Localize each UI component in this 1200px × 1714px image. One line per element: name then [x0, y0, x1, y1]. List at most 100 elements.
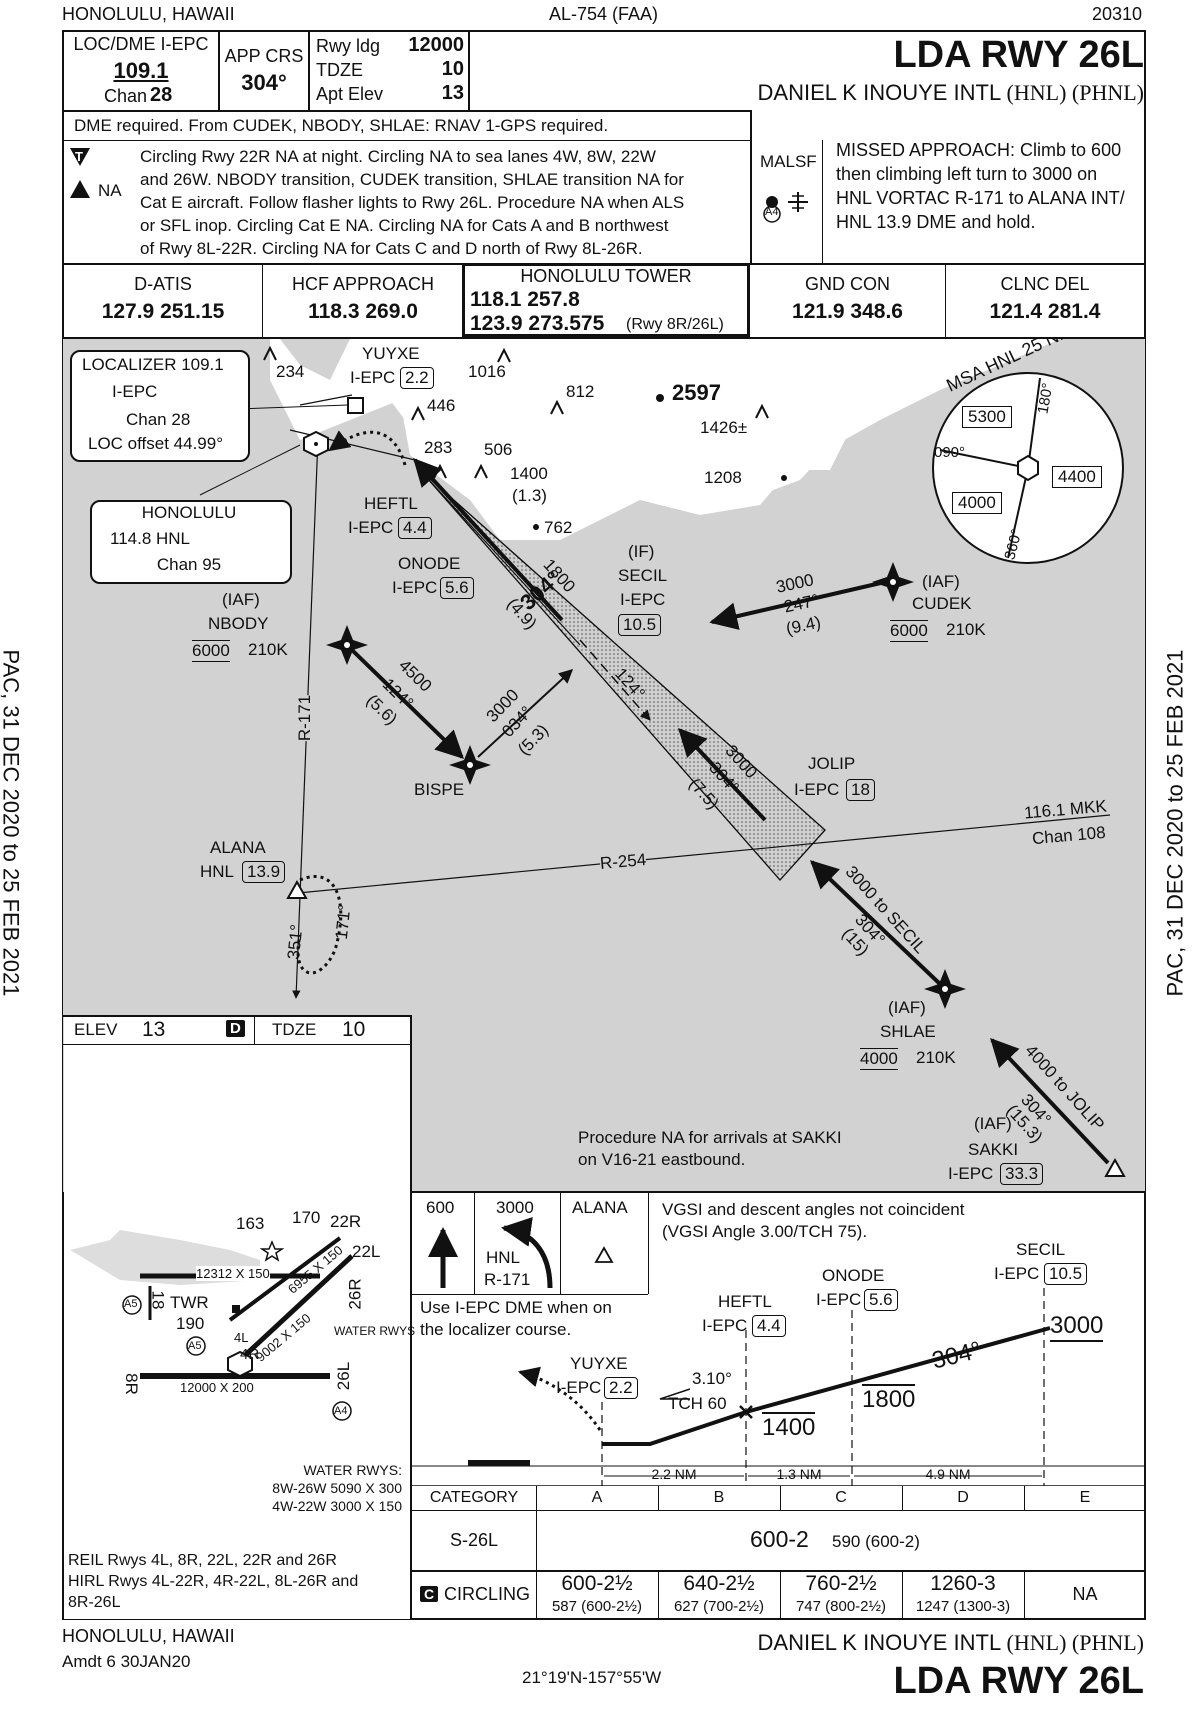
- note-line-4: or SFL inop. Circling Cat E NA. Circling…: [140, 216, 669, 235]
- descent-path: [602, 1326, 1051, 1446]
- airport-label-163: 163: [236, 1214, 265, 1233]
- obstacle-446: 446: [427, 396, 456, 415]
- min-circling-e: NA: [1072, 1584, 1098, 1604]
- rwy-ldg-value: 12000: [408, 34, 464, 56]
- app-crs-label: APP CRS: [224, 46, 304, 66]
- msa-alt-sw: 4000: [952, 492, 1002, 514]
- secil-name: SECIL: [618, 566, 668, 585]
- airport-label-a4: A4: [334, 1405, 348, 1417]
- vortac-box-line-2: 114.8 HNL: [110, 529, 191, 548]
- profile-dist-2: 1.3 NM: [776, 1466, 822, 1482]
- apt-elev-value: 13: [441, 82, 464, 104]
- note-line-3: Cat E aircraft. Follow flasher lights to…: [140, 193, 685, 212]
- alana-fix-icon: [286, 879, 308, 899]
- obstacle-1016: 1016: [468, 362, 506, 381]
- title-airport: DANIEL K INOUYE INTL (HNL) (PHNL): [758, 80, 1144, 106]
- missed-line-2: then climbing left turn to 3000 on: [836, 164, 1098, 184]
- profile-dist-3: 4.9 NM: [925, 1466, 971, 1482]
- fix-bispe-icon: [449, 745, 491, 785]
- glide-angle-icon: [659, 1388, 691, 1400]
- vortac-hnl-icon: [303, 430, 329, 458]
- cudek-name: CUDEK: [912, 594, 972, 613]
- airport-label-26l: 26L: [334, 1361, 354, 1391]
- lighting-line-3: 8R-26L: [68, 1594, 121, 1611]
- airport-label-26r: 26R: [345, 1278, 365, 1310]
- profile-yuyxe-label: I-EPC: [556, 1378, 602, 1397]
- procedure-id: AL-754 (FAA): [549, 4, 659, 24]
- loc-frequency: 109.1: [113, 58, 169, 83]
- obstacle-1208: 1208: [704, 468, 742, 487]
- localizer-box-line-2: I-EPC: [112, 382, 158, 401]
- profile-secil-label: I-EPC: [994, 1264, 1040, 1283]
- comm-datis-freq: 127.9 251.15: [101, 300, 225, 323]
- heftl-dme-label: I-EPC: [348, 518, 394, 537]
- min-straight-label: S-26L: [449, 1530, 499, 1550]
- airport-label-water-rwys: WATER RWYS: [334, 1324, 416, 1338]
- missed-icon-turn-fix-1: HNL: [486, 1248, 521, 1267]
- tower-freq-1: 118.1 257.8: [470, 288, 580, 311]
- vgsi-note-1: VGSI and descent angles not coincident: [662, 1200, 965, 1219]
- runway-4l-22r: [228, 1236, 342, 1322]
- elev-value: 13: [142, 1018, 166, 1041]
- profile-gs-angle: 3.10°: [692, 1369, 732, 1388]
- sakki-note-line-1: Procedure NA for arrivals at SAKKI: [578, 1128, 842, 1147]
- chan-label: Chan: [104, 86, 148, 106]
- obstacle-762: 762: [544, 518, 573, 537]
- localizer-info-box: [70, 350, 250, 462]
- obstacle-1400-dist: (1.3): [512, 486, 547, 505]
- title-name: LDA RWY 26L: [893, 34, 1144, 76]
- effective-dates-right: PAC, 31 DEC 2020 to 25 FEB 2021: [1162, 649, 1188, 997]
- hold-outbound-crs: 351°: [283, 923, 307, 961]
- obstacle-1426: 1426±: [700, 418, 748, 437]
- sakki-fix-icon: [1104, 1157, 1126, 1177]
- missed-icon-hold-fix: ALANA: [572, 1198, 628, 1217]
- profile-view: [412, 1288, 1144, 1486]
- missed-icon-climb: 600: [426, 1198, 455, 1217]
- min-circling-label: CIRCLING: [444, 1584, 531, 1604]
- lda-course-outline: [419, 469, 826, 881]
- comm-ground-freq: 121.9 348.6: [792, 300, 903, 323]
- fix-shlae-icon: [924, 969, 966, 1009]
- cudek-alt: 6000: [890, 620, 928, 642]
- note-line-1: Circling Rwy 22R NA at night. Circling N…: [140, 147, 656, 166]
- profile-onode-name: ONODE: [822, 1266, 885, 1285]
- fix-cudek-icon: [872, 562, 914, 602]
- airport-tdze-value: 10: [342, 1018, 366, 1041]
- dme-note-1: Use I-EPC DME when on: [420, 1298, 612, 1317]
- profile-yuyxe-dme: 2.2: [604, 1377, 638, 1399]
- airport-diagram-area: [64, 1017, 410, 1619]
- jolip-dme: 18: [846, 779, 875, 801]
- profile-yuyxe-name: YUYXE: [570, 1354, 628, 1373]
- min-circling-c-symbol: C: [420, 1586, 439, 1602]
- radial-r171-label: R-171: [295, 694, 316, 742]
- missed-icon-turn-fix-2: R-171: [484, 1270, 531, 1289]
- min-header-e: E: [1079, 1489, 1091, 1506]
- obstacle-283: 283: [424, 438, 453, 457]
- vdp-x-icon: [739, 1405, 753, 1419]
- shlae-speed: 210K: [916, 1048, 956, 1067]
- min-circling-d: 1260-3: [930, 1572, 996, 1595]
- obstacle-1400: 1400: [510, 464, 548, 483]
- localizer-box-line-3: Chan 28: [126, 410, 191, 429]
- profile-alt-onode: 1800: [862, 1384, 916, 1413]
- footer-location: HONOLULU, HAWAII: [62, 1626, 235, 1646]
- route-nbody-bispe: [350, 648, 465, 759]
- airport-label-190: 190: [176, 1314, 205, 1333]
- comm-approach-name: HCF APPROACH: [291, 274, 435, 294]
- title-airport-name: DANIEL K INOUYE INTL: [757, 80, 1001, 105]
- profile-heftl-label: I-EPC: [702, 1316, 748, 1335]
- vortac-box-line-3: Chan 95: [156, 555, 222, 574]
- sakki-name: SAKKI: [968, 1140, 1019, 1159]
- missed-line-4: HNL 13.9 DME and hold.: [836, 212, 1036, 232]
- localizer-box-line-4: LOC offset 44.99°: [88, 434, 224, 453]
- cycle-number: 20310: [1092, 4, 1143, 24]
- min-straight-sub: 590 (600-2): [832, 1532, 920, 1551]
- airport-tdze-label: TDZE: [272, 1020, 317, 1039]
- airport-label-170: 170: [292, 1208, 321, 1227]
- t-symbol-icon: [70, 148, 90, 166]
- route-bispe-secil: [477, 669, 574, 758]
- beacon-star-icon: [259, 1240, 285, 1262]
- radial-r254-label: R-254: [599, 850, 648, 874]
- onode-dme-label: I-EPC: [392, 578, 438, 597]
- airport-label-22r: 22R: [330, 1212, 362, 1231]
